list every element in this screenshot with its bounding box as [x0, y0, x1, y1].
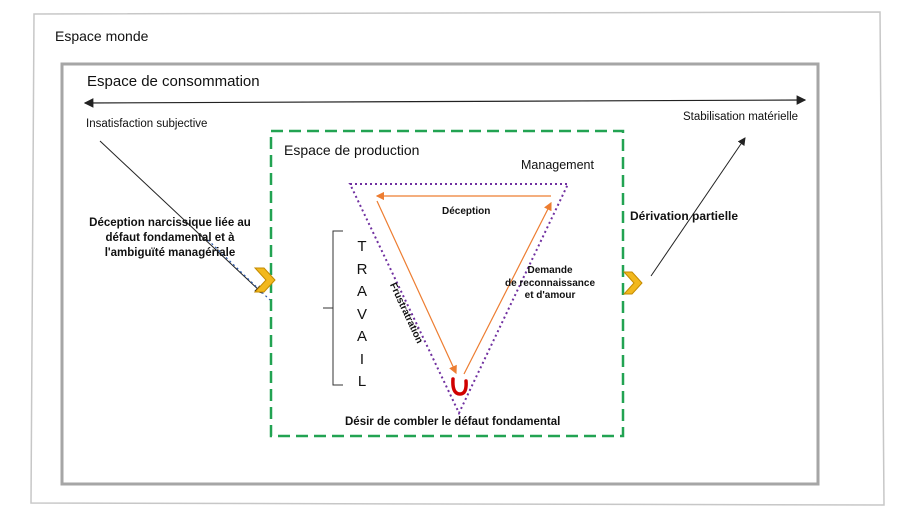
deception-label: Déception: [442, 206, 491, 217]
espace-monde-label: Espace monde: [55, 28, 149, 44]
travail-vertical-label: T R A V A I L: [352, 236, 372, 394]
red-u-mark: [451, 377, 468, 396]
travail-bracket: [323, 230, 343, 386]
travail-letter: A: [356, 283, 367, 300]
left-text-line-1: Déception narcissique liée au: [89, 217, 251, 229]
travail-letter: V: [356, 305, 367, 323]
travail-letter: R: [356, 260, 368, 278]
demande-line-2: de reconnaissance: [504, 277, 596, 289]
left-deception-text: Déception narcissique liée au défaut fon…: [78, 216, 262, 261]
right-chevron-icon: [622, 271, 643, 295]
right-diagonal-arrow: [650, 137, 746, 277]
consumption-space-label: Espace de consommation: [87, 73, 260, 90]
left-diagonal-arrow: [99, 140, 263, 294]
management-label: Management: [521, 158, 594, 172]
left-end-label: Insatisfaction subjective: [86, 118, 208, 130]
orange-right-arrow: [463, 201, 552, 375]
travail-letter: L: [357, 373, 367, 390]
outer-frame: [30, 11, 885, 506]
desir-label: Désir de combler le défaut fondamental: [345, 416, 561, 428]
left-text-line-2: défaut fondamental et à: [105, 232, 235, 244]
demande-line-1: Demande: [527, 265, 573, 276]
demande-label: Demande de reconnaissance et d'amour: [500, 265, 600, 303]
consumption-frame: [60, 62, 820, 486]
left-chevron-icon: [253, 267, 276, 293]
travail-letter: A: [356, 328, 367, 345]
orange-left-arrow: [376, 200, 457, 375]
right-end-label: Stabilisation matérielle: [683, 111, 799, 123]
consumption-axis-arrow: [83, 95, 807, 108]
demande-line-3: et d'amour: [524, 290, 576, 301]
travail-letter: I: [359, 350, 365, 368]
production-space-label: Espace de production: [284, 142, 420, 158]
derivation-label: Dérivation partielle: [630, 209, 739, 223]
travail-letter: T: [357, 238, 367, 255]
left-text-line-3: l'ambiguïté managériale: [104, 247, 236, 259]
